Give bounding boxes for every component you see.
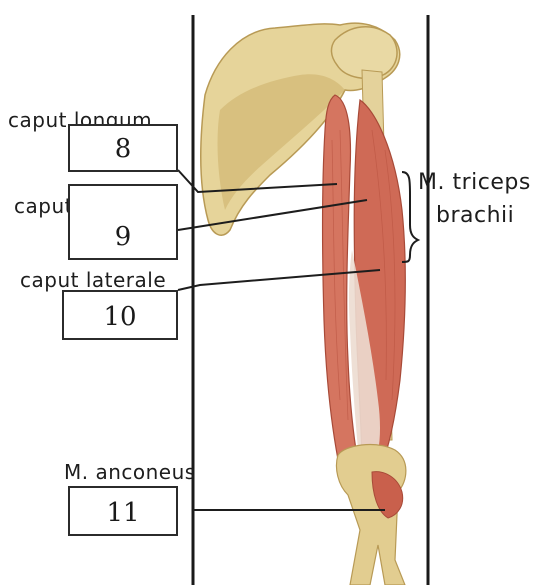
number-box-11: 11 [68,486,178,536]
elbow-bones [336,445,405,585]
label-m-triceps: M. triceps [418,170,531,195]
number-box-10: 10 [62,290,178,340]
number-box-8: 8 [68,124,178,172]
number-11: 11 [106,498,139,528]
label-brachii: brachii [436,203,514,228]
label-caput-laterale: caput laterale [20,268,166,292]
number-8: 8 [115,134,132,164]
number-10: 10 [103,302,136,332]
label-m-anconeus: M. anconeus [64,460,196,484]
number-box-9: 9 [68,184,178,260]
number-9: 9 [115,222,132,252]
